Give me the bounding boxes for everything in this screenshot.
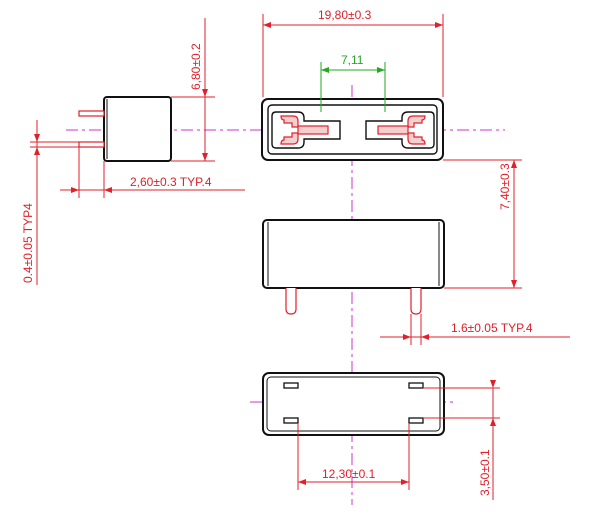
side-view-body <box>103 96 172 162</box>
clip-right-spring-bottom <box>407 132 426 145</box>
pad-top-left <box>283 382 299 389</box>
side-view-pin-bottom <box>78 141 105 148</box>
top-view <box>261 98 444 161</box>
dimension-lines <box>30 14 570 500</box>
bottom-view-body <box>262 372 445 436</box>
clip-spacing-arrows <box>321 67 385 73</box>
dimension-arrows <box>34 22 517 485</box>
label-height-side: 6,80±0.2 <box>189 43 203 90</box>
clip-right-tongue <box>377 125 409 135</box>
side-view-pin-top <box>78 110 105 117</box>
bottom-view-inner-frame <box>266 376 441 432</box>
clip-left <box>271 111 341 149</box>
label-pad-pitch-y: 3,50±0.1 <box>478 449 492 496</box>
label-pin-diameter: 0.4±0.05 TYP4 <box>21 203 35 283</box>
label-pin-pitch-front: 1.6±0.05 TYP.4 <box>451 321 533 335</box>
front-view-pin-right <box>410 288 422 315</box>
side-view <box>78 96 172 162</box>
top-view-inner-frame <box>267 104 438 155</box>
clip-right <box>365 111 435 149</box>
clip-left-tongue <box>297 125 329 135</box>
clip-right-spring-top <box>407 115 426 128</box>
pad-top-right <box>408 382 424 389</box>
pad-bottom-left <box>283 417 299 424</box>
label-pad-pitch-x: 12,30±0.1 <box>322 467 376 481</box>
clip-left-spring-top <box>280 115 299 128</box>
pad-bottom-right <box>408 417 424 424</box>
bottom-view <box>262 372 445 436</box>
label-body-height: 7,40±0.3 <box>498 163 512 210</box>
label-clip-spacing: 7,11 <box>341 53 364 67</box>
label-pin-offset: 2,60±0.3 TYP.4 <box>130 175 212 189</box>
label-width-overall: 19,80±0.3 <box>318 8 372 22</box>
front-view-pin-left <box>285 288 297 315</box>
front-view-body <box>262 219 445 289</box>
front-view <box>262 219 445 315</box>
top-view-body <box>261 98 444 161</box>
clip-left-spring-bottom <box>280 132 299 145</box>
clip-spacing-dimension <box>320 62 386 112</box>
